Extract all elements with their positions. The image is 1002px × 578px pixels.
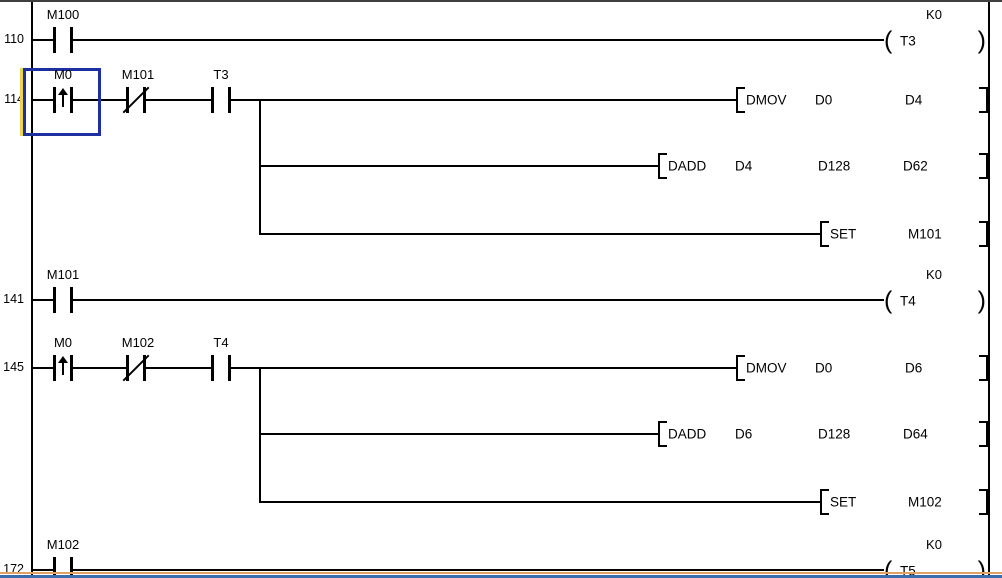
nc-contact-m102[interactable]: [122, 354, 150, 382]
contact-device-label: M101: [121, 67, 155, 82]
rising-edge-contact-m0[interactable]: [53, 87, 73, 113]
contact-device-label: M100: [46, 7, 80, 22]
instruction-dmov[interactable]: DMOV D0 D4: [736, 87, 988, 113]
edge-arrow-stem: [62, 361, 64, 375]
edge-arrow-head: [58, 356, 68, 363]
contact-device-label: T3: [213, 67, 229, 82]
operand: D0: [815, 360, 833, 376]
right-bracket: [979, 355, 988, 381]
operand: M101: [908, 226, 942, 242]
operand: D6: [905, 360, 923, 376]
rung-line: [31, 569, 988, 571]
coil-close-paren: ): [977, 286, 986, 315]
right-bracket: [979, 221, 988, 247]
rung-line: [31, 39, 988, 41]
contact-device-label: M101: [46, 267, 80, 282]
rising-edge-contact-m0[interactable]: [53, 355, 73, 381]
no-contact-t4[interactable]: [211, 355, 231, 381]
right-bracket: [979, 153, 988, 179]
timer-preset-label: K0: [926, 7, 942, 22]
window-bottom-tan-line: [0, 572, 1002, 574]
contact-device-label: M102: [121, 335, 155, 350]
instruction-dadd[interactable]: DADD D4 D128 D62: [658, 153, 988, 179]
operand: D6: [735, 426, 753, 442]
window-top-border: [0, 0, 1002, 2]
nc-slash: [122, 86, 150, 114]
left-bracket: [658, 153, 667, 179]
left-bracket: [658, 421, 667, 447]
coil-t4[interactable]: ( T4 ): [884, 285, 988, 317]
rung-line: [31, 99, 988, 101]
coil-open-paren: (: [884, 286, 893, 315]
contact-device-label: M0: [53, 335, 73, 350]
no-contact-m101[interactable]: [53, 287, 73, 313]
branch-line: [259, 367, 261, 503]
instruction-op: DMOV: [746, 360, 787, 376]
contact-device-label: M102: [46, 537, 80, 552]
instruction-op: SET: [830, 226, 857, 242]
branch-row-line: [259, 501, 824, 503]
no-contact-t3[interactable]: [211, 87, 231, 113]
rung-number: 141: [3, 292, 24, 306]
instruction-op: DMOV: [746, 92, 787, 108]
contact-device-label: T4: [213, 335, 229, 350]
coil-device-label: T5: [900, 563, 916, 578]
instruction-op: DADD: [668, 426, 707, 442]
coil-device-label: T4: [900, 293, 916, 309]
timer-preset-label: K0: [926, 537, 942, 552]
branch-line: [259, 99, 261, 235]
right-power-rail: [988, 2, 990, 578]
right-bracket: [979, 87, 988, 113]
operand: D4: [735, 158, 753, 174]
operand: D128: [818, 426, 851, 442]
coil-open-paren: (: [884, 26, 893, 55]
rung-number: 110: [4, 32, 24, 46]
left-bracket: [736, 87, 745, 113]
rung-line: [31, 367, 988, 369]
nc-slash: [122, 354, 150, 382]
branch-row-line: [259, 433, 664, 435]
operand: D4: [905, 92, 923, 108]
instruction-op: SET: [830, 494, 857, 510]
right-bracket: [979, 489, 988, 515]
left-bracket: [736, 355, 745, 381]
rung-number: 114: [4, 92, 24, 106]
contact-device-label: M0: [53, 67, 73, 82]
instruction-set[interactable]: SET M101: [820, 221, 988, 247]
edge-arrow-stem: [62, 93, 64, 107]
operand: D128: [818, 158, 851, 174]
timer-preset-label: K0: [926, 267, 942, 282]
coil-close-paren: ): [977, 26, 986, 55]
nc-contact-m101[interactable]: [122, 86, 150, 114]
edge-arrow-head: [58, 88, 68, 95]
right-bracket: [979, 421, 988, 447]
left-power-rail: [31, 2, 33, 578]
branch-row-line: [259, 233, 824, 235]
instruction-dadd[interactable]: DADD D6 D128 D64: [658, 421, 988, 447]
operand: D64: [903, 426, 928, 442]
left-bracket: [820, 221, 829, 247]
instruction-dmov[interactable]: DMOV D0 D6: [736, 355, 988, 381]
selection-cursor: [23, 68, 101, 136]
rung-number: 145: [3, 360, 24, 374]
instruction-op: DADD: [668, 158, 707, 174]
operand: D62: [903, 158, 928, 174]
operand: M102: [908, 494, 942, 510]
coil-open-paren: (: [884, 556, 893, 578]
coil-device-label: T3: [900, 33, 916, 49]
coil-close-paren: ): [977, 556, 986, 578]
left-bracket: [820, 489, 829, 515]
coil-t3[interactable]: ( T3 ): [884, 25, 988, 57]
window-bottom-blue-line: [0, 575, 1002, 578]
edit-position-bar: [20, 68, 23, 136]
branch-row-line: [259, 165, 664, 167]
operand: D0: [815, 92, 833, 108]
no-contact-m100[interactable]: [53, 27, 73, 53]
instruction-set[interactable]: SET M102: [820, 489, 988, 515]
rung-line: [31, 299, 988, 301]
